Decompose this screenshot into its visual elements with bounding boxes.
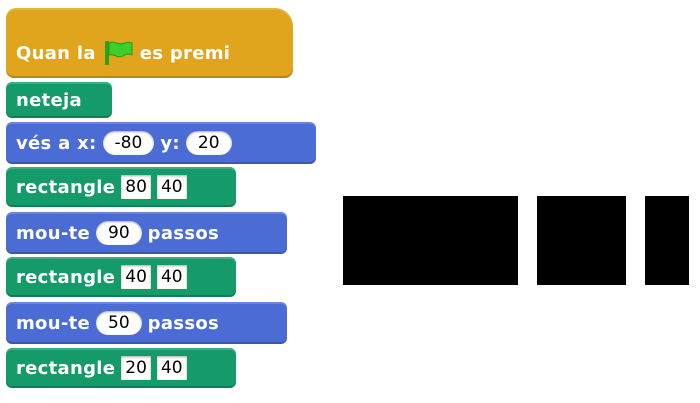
move-steps-block-2[interactable]: mou-te 50 passos: [6, 302, 287, 344]
steps-unit-label: passos: [147, 312, 220, 334]
rectangle-label: rectangle: [16, 176, 116, 198]
rectangle-block-3[interactable]: rectangle 20 40: [6, 348, 236, 388]
drawn-rectangle-3: [645, 196, 689, 285]
rectangle-label: rectangle: [16, 266, 116, 288]
go-to-xy-block[interactable]: vés a x: -80 y: 20: [6, 122, 316, 164]
rectangle-height-input[interactable]: 40: [156, 356, 187, 380]
hat-label-after: es premi: [139, 42, 231, 64]
hat-label-before: Quan la: [16, 42, 96, 64]
rectangle-label: rectangle: [16, 357, 116, 379]
rectangle-block-2[interactable]: rectangle 40 40: [6, 257, 236, 297]
rectangle-height-input[interactable]: 40: [156, 175, 187, 199]
rectangle-width-input[interactable]: 80: [121, 175, 151, 199]
rectangle-block-1[interactable]: rectangle 80 40: [6, 167, 236, 207]
move-label: mou-te: [16, 222, 91, 244]
x-input[interactable]: -80: [102, 131, 155, 155]
rectangle-width-input[interactable]: 40: [121, 265, 151, 289]
steps-input[interactable]: 50: [96, 311, 142, 335]
steps-unit-label: passos: [147, 222, 220, 244]
rectangle-height-input[interactable]: 40: [156, 265, 187, 289]
goto-y-label: y:: [160, 132, 180, 154]
drawn-rectangle-2: [537, 196, 626, 285]
rectangle-width-input[interactable]: 20: [121, 356, 151, 380]
y-input[interactable]: 20: [185, 131, 232, 155]
when-flag-clicked-block[interactable]: Quan la es premi: [6, 8, 293, 78]
steps-input[interactable]: 90: [96, 221, 142, 245]
green-flag-icon: [102, 40, 134, 66]
drawn-rectangle-1: [343, 196, 518, 285]
goto-label: vés a x:: [16, 132, 97, 154]
move-label: mou-te: [16, 312, 91, 334]
clear-label: neteja: [16, 89, 82, 111]
clear-block[interactable]: neteja: [6, 82, 112, 118]
move-steps-block-1[interactable]: mou-te 90 passos: [6, 212, 287, 254]
